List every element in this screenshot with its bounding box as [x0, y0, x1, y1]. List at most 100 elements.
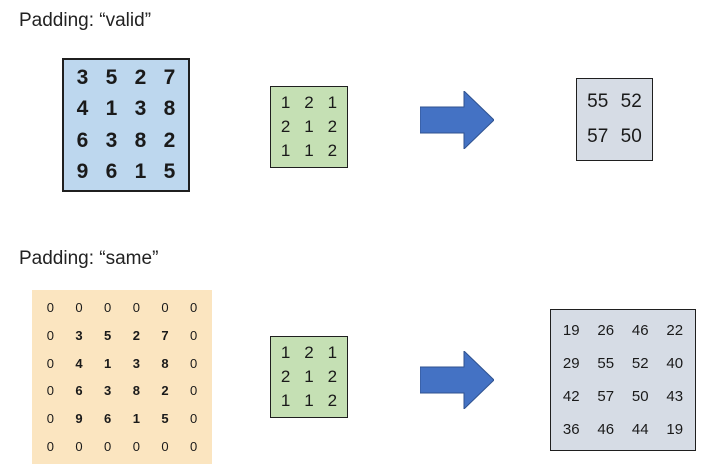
- matrix-cell: 1: [327, 343, 338, 362]
- matrix-cell: 0: [190, 327, 198, 343]
- matrix-cell: 2: [280, 117, 291, 136]
- matrix-cell: 22: [666, 322, 684, 339]
- matrix-cell: 2: [327, 391, 338, 410]
- matrix-cell: 1: [304, 117, 314, 136]
- valid-output-matrix: 55 52 57 50: [576, 78, 653, 161]
- matrix-cell: 0: [104, 300, 112, 316]
- matrix-cell: 52: [631, 355, 649, 372]
- matrix-cell: 2: [327, 141, 338, 160]
- matrix-cell: 57: [597, 388, 615, 405]
- matrix-cell: 3: [132, 355, 140, 371]
- matrix-cell: 8: [161, 355, 169, 371]
- matrix-cell: 2: [304, 343, 314, 362]
- matrix-cell: 1: [280, 343, 291, 362]
- matrix-cell: 1: [134, 160, 147, 184]
- matrix-cell: 6: [76, 128, 89, 152]
- matrix-cell: 44: [631, 421, 649, 438]
- matrix-cell: 8: [134, 128, 147, 152]
- matrix-cell: 9: [76, 160, 89, 184]
- matrix-cell: 3: [75, 327, 83, 343]
- matrix-cell: 0: [132, 300, 140, 316]
- matrix-cell: 3: [104, 383, 112, 399]
- matrix-cell: 1: [304, 367, 314, 386]
- matrix-cell: 3: [76, 65, 89, 89]
- matrix-cell: 2: [161, 383, 169, 399]
- matrix-cell: 46: [597, 421, 615, 438]
- matrix-cell: 0: [190, 410, 198, 426]
- matrix-cell: 7: [161, 327, 169, 343]
- matrix-cell: 0: [46, 383, 54, 399]
- matrix-cell: 57: [587, 125, 609, 147]
- matrix-cell: 8: [163, 97, 176, 121]
- matrix-cell: 1: [304, 391, 314, 410]
- matrix-cell: 50: [631, 388, 649, 405]
- matrix-cell: 2: [280, 367, 291, 386]
- matrix-cell: 43: [666, 388, 684, 405]
- matrix-cell: 8: [132, 383, 140, 399]
- matrix-cell: 0: [46, 327, 54, 343]
- matrix-cell: 2: [327, 367, 338, 386]
- matrix-cell: 2: [327, 117, 338, 136]
- matrix-cell: 5: [105, 65, 118, 89]
- matrix-cell: 7: [163, 65, 176, 89]
- matrix-cell: 1: [280, 391, 291, 410]
- matrix-cell: 46: [631, 322, 649, 339]
- matrix-cell: 1: [280, 141, 291, 160]
- matrix-cell: 9: [75, 410, 83, 426]
- matrix-cell: 3: [105, 128, 118, 152]
- matrix-cell: 3: [134, 97, 147, 121]
- matrix-cell: 1: [132, 410, 140, 426]
- matrix-cell: 6: [104, 410, 112, 426]
- matrix-cell: 55: [597, 355, 615, 372]
- matrix-cell: 0: [104, 438, 112, 454]
- matrix-cell: 40: [666, 355, 684, 372]
- matrix-cell: 0: [132, 438, 140, 454]
- matrix-cell: 19: [562, 322, 580, 339]
- matrix-cell: 2: [304, 93, 314, 112]
- matrix-cell: 5: [161, 410, 169, 426]
- valid-section-title: Padding: “valid”: [19, 10, 152, 31]
- matrix-cell: 0: [161, 438, 169, 454]
- matrix-cell: 2: [163, 128, 176, 152]
- matrix-cell: 1: [280, 93, 291, 112]
- matrix-cell: 4: [76, 97, 89, 121]
- same-padded-input-matrix: 0 0 0 0 0 0 0 3 5 2 7 0 0 4 1 3 8 0 0 6 3 8 2 0 0 9 6 1 5 0 0 0 0 0 0 0: [32, 290, 212, 464]
- matrix-cell: 0: [75, 300, 83, 316]
- matrix-cell: 55: [587, 91, 609, 113]
- matrix-cell: 2: [134, 65, 147, 89]
- matrix-cell: 1: [327, 93, 338, 112]
- matrix-cell: 0: [190, 300, 198, 316]
- matrix-cell: 4: [75, 355, 83, 371]
- same-output-matrix: 19 26 46 22 29 55 52 40 42 57 50 43 36 46 44 19: [550, 309, 696, 451]
- matrix-cell: 0: [46, 300, 54, 316]
- same-section-title: Padding: “same”: [19, 248, 159, 269]
- matrix-cell: 1: [105, 97, 118, 121]
- matrix-cell: 5: [163, 160, 176, 184]
- right-arrow-icon: [420, 351, 494, 409]
- matrix-cell: 26: [597, 322, 615, 339]
- matrix-cell: 0: [46, 410, 54, 426]
- matrix-cell: 0: [190, 383, 198, 399]
- matrix-cell: 19: [666, 421, 684, 438]
- matrix-cell: 6: [75, 383, 83, 399]
- matrix-cell: 0: [190, 355, 198, 371]
- right-arrow-icon: [420, 91, 494, 149]
- matrix-cell: 1: [304, 141, 314, 160]
- matrix-cell: 50: [620, 125, 642, 147]
- matrix-cell: 52: [620, 91, 642, 113]
- matrix-cell: 0: [190, 438, 198, 454]
- matrix-cell: 6: [105, 160, 118, 184]
- matrix-cell: 0: [46, 438, 54, 454]
- matrix-cell: 29: [562, 355, 580, 372]
- matrix-cell: 2: [132, 327, 140, 343]
- matrix-cell: 42: [562, 388, 580, 405]
- matrix-cell: 1: [104, 355, 112, 371]
- matrix-cell: 5: [104, 327, 112, 343]
- matrix-cell: 0: [75, 438, 83, 454]
- matrix-cell: 0: [161, 300, 169, 316]
- matrix-cell: 0: [46, 355, 54, 371]
- matrix-cell: 36: [562, 421, 580, 438]
